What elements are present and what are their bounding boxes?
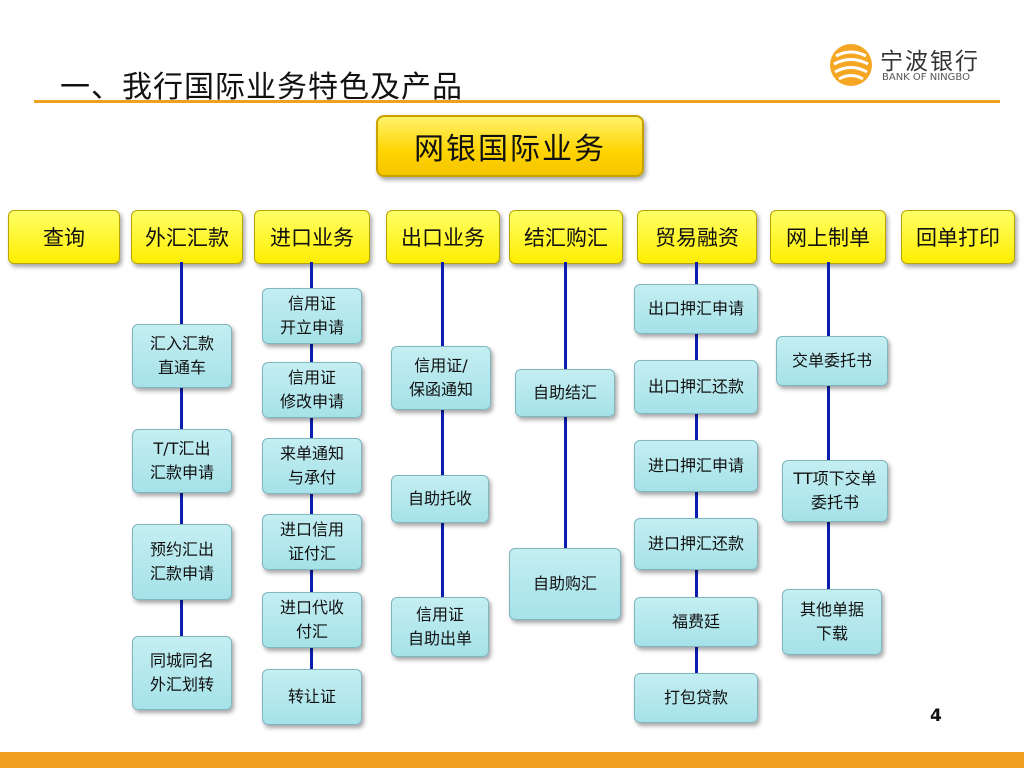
item-import-collection: 进口代收 付汇 [262,592,362,648]
item-bill-notice: 来单通知 与承付 [262,438,362,494]
item-tt-outward: T/T汇出 汇款申请 [132,429,232,493]
item-scheduled-outward: 预约汇出 汇款申请 [132,524,232,600]
connector-online-docs [827,262,830,589]
category-trade-finance: 贸易融资 [637,210,757,264]
category-fx-remittance: 外汇汇款 [131,210,243,264]
diagram-root: 网银国际业务 [376,115,644,177]
item-lc-guarantee-advice: 信用证/ 保函通知 [391,346,491,410]
bank-name-cn: 宁波银行 [880,49,980,75]
item-import-bill-apply: 进口押汇申请 [634,440,758,492]
item-self-settlement: 自助结汇 [515,369,615,417]
item-lc-amend: 信用证 修改申请 [262,362,362,418]
category-online-docs: 网上制单 [770,210,886,264]
item-lc-open: 信用证 开立申请 [262,288,362,344]
item-packing-loan: 打包贷款 [634,673,758,723]
item-lc-self-docs: 信用证 自助出单 [391,597,489,657]
bank-logo: 宁波银行 BANK OF NINGBO [828,42,988,90]
title-underline [34,100,1000,103]
item-transferable-lc: 转让证 [262,669,362,725]
item-forfaiting: 福费廷 [634,597,758,647]
category-fx-settlement: 结汇购汇 [509,210,623,264]
category-import: 进口业务 [254,210,370,264]
item-import-bill-repay: 进口押汇还款 [634,518,758,570]
item-other-docs-download: 其他单据 下载 [782,589,882,655]
item-self-purchase: 自助购汇 [509,548,621,620]
item-import-lc-payment: 进口信用 证付汇 [262,514,362,570]
slide-title: 一、我行国际业务特色及产品 [60,70,463,105]
item-self-collection: 自助托收 [391,475,489,523]
category-receipt-print: 回单打印 [901,210,1015,264]
item-export-bill-repay: 出口押汇还款 [634,360,758,414]
bank-logo-icon [830,44,872,86]
bank-name-en: BANK OF NINGBO [882,72,970,83]
item-inward-remittance: 汇入汇款 直通车 [132,324,232,388]
item-tt-doc-entrust: TT项下交单 委托书 [782,460,888,522]
item-export-bill-apply: 出口押汇申请 [634,284,758,334]
item-doc-entrust: 交单委托书 [776,336,888,386]
connector-export [441,262,444,597]
page-number: 4 [930,706,942,726]
category-query: 查询 [8,210,120,264]
footer-bar [0,752,1024,768]
category-export: 出口业务 [386,210,500,264]
item-same-city-transfer: 同城同名 外汇划转 [132,636,232,710]
